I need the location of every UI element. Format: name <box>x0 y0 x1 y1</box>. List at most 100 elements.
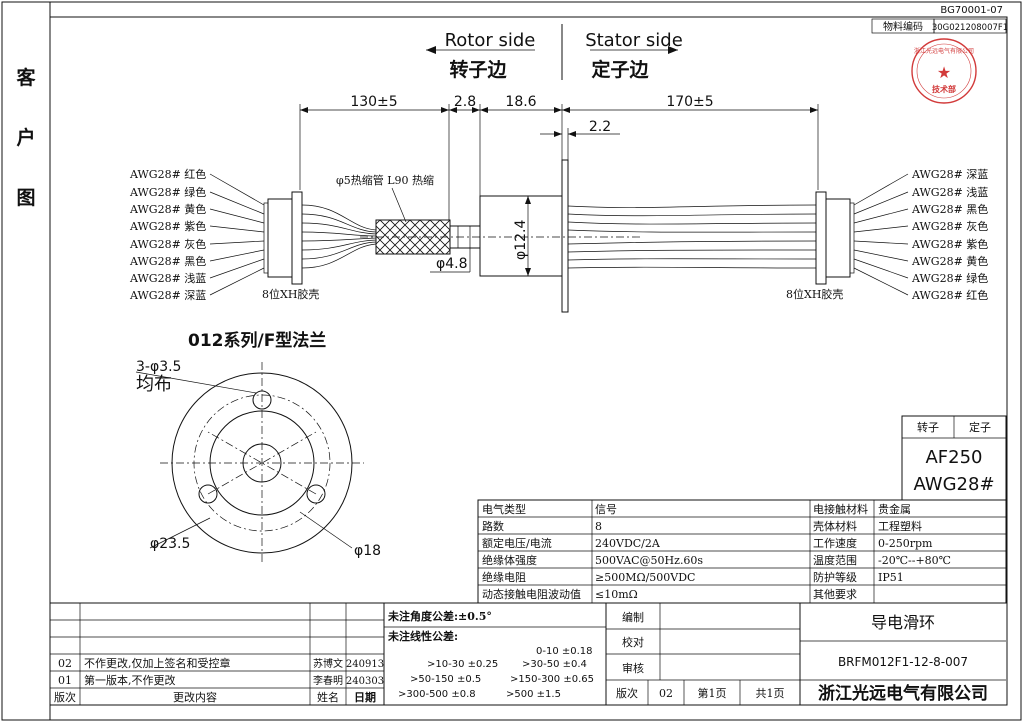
wire-box-stator: 定子 <box>969 420 991 434</box>
rotor-arrow <box>426 46 436 54</box>
spec-3-value2: -20℃--+80℃ <box>878 554 951 567</box>
connector-left-label: 8位XH胶壳 <box>262 287 319 301</box>
approval-check: 校对 <box>622 635 644 649</box>
stamp-company: 浙江光远电气有限公司 <box>914 47 974 55</box>
tol-6: >500 ±1.5 <box>506 689 561 700</box>
dim-body-length: 18.6 <box>505 94 536 110</box>
doc-number: BG70001-07 <box>940 5 1003 16</box>
flange-holes: 3-φ3.5 <box>136 359 181 375</box>
right-wire-labels: AWG28# 深蓝 AWG28# 浅蓝 AWG28# 黑色 AWG28# 灰色 … <box>853 168 988 302</box>
spec-4-value2: IP51 <box>878 571 904 584</box>
rev-row2-content: 第一版本,不作更改 <box>84 673 176 687</box>
spec-4-label: 绝缘电阻 <box>482 570 526 584</box>
wire-left-8: AWG28# 深蓝 <box>129 289 206 302</box>
wire-right-8: AWG28# 红色 <box>911 288 988 302</box>
spec-1-value: 8 <box>595 520 602 533</box>
spec-0-label2: 电接触材料 <box>813 502 868 516</box>
spec-1-value2: 工程塑料 <box>878 519 922 533</box>
title-block-frame <box>50 602 1006 705</box>
approval-version-value: 02 <box>659 687 673 700</box>
rev-header-name: 姓名 <box>317 690 339 704</box>
wire-box-line1: AF250 <box>925 447 982 468</box>
dim-right-length: 170±5 <box>666 94 713 110</box>
star-icon: ★ <box>937 63 951 82</box>
tol-0: 0-10 ±0.18 <box>536 646 593 657</box>
wire-left-1: AWG28# 红色 <box>129 167 206 181</box>
spec-3-value: 500VAC@50Hz.60s <box>595 554 703 567</box>
dim-gap: 2.8 <box>454 94 476 110</box>
spec-5-label2: 其他要求 <box>813 588 857 601</box>
approval-edit: 编制 <box>622 610 644 624</box>
tol-4: >150-300 ±0.65 <box>510 674 594 685</box>
flange-outer-diameter: φ23.5 <box>150 536 190 552</box>
dim-body-diameter: φ12.4 <box>513 220 529 261</box>
body-diameter: φ12.4 <box>513 196 531 276</box>
spec-0-value2: 贵金属 <box>878 502 911 516</box>
spec-table: 电气类型 信号 电接触材料 贵金属 路数 8 壳体材料 工程塑料 额定电压/电流… <box>477 499 1007 604</box>
material-code-value: 30G021208007F1 <box>932 23 1008 33</box>
angle-tolerance: 未注角度公差:±0.5° <box>387 609 492 623</box>
rev-row1-version: 02 <box>58 657 72 670</box>
wire-left-7: AWG28# 浅蓝 <box>129 272 206 285</box>
rev-row1-date: 240913 <box>346 659 384 670</box>
top-dimensions: 130±5 2.8 18.6 170±5 2.2 <box>299 94 819 220</box>
rev-header-version: 版次 <box>54 690 76 704</box>
flange-inner-diameter: φ18 <box>354 543 381 559</box>
rotor-side-en: Rotor side <box>445 30 536 51</box>
left-connector <box>263 191 303 285</box>
side-title-2: 户 <box>16 126 35 149</box>
dim-flange-thickness: 2.2 <box>589 119 611 135</box>
sleeve-note: φ5热缩管 L90 热缩 <box>336 173 434 187</box>
stator-side-cn: 定子边 <box>591 58 649 81</box>
spec-3-label: 绝缘体强度 <box>482 553 537 567</box>
tol-3: >50-150 ±0.5 <box>410 674 481 685</box>
rev-row1-name: 苏博文 <box>313 657 343 670</box>
tol-2: >30-50 ±0.4 <box>522 659 587 670</box>
approval-version-label: 版次 <box>616 686 638 700</box>
inner-frame <box>49 16 1008 706</box>
wire-right-5: AWG28# 紫色 <box>911 237 988 251</box>
approval-total: 共1页 <box>756 687 785 700</box>
approval-review: 审核 <box>622 661 644 675</box>
left-wire-labels: AWG28# 红色 AWG28# 绿色 AWG28# 黄色 AWG28# 紫色 … <box>129 167 265 302</box>
spec-1-label: 路数 <box>482 520 504 533</box>
shaft-diameter: φ4.8 <box>430 226 471 273</box>
side-title-3: 图 <box>16 187 35 209</box>
rev-row1-content: 不作更改,仅加上签名和受控章 <box>84 656 231 670</box>
linear-tolerance-title: 未注线性公差: <box>387 629 458 643</box>
spec-4-label2: 防护等级 <box>813 570 857 584</box>
wire-right-4: AWG28# 灰色 <box>911 219 988 233</box>
side-title-1: 客 <box>16 66 36 89</box>
rev-header-date: 日期 <box>354 690 376 704</box>
tol-1: >10-30 ±0.25 <box>427 659 498 670</box>
dim-left-length: 130±5 <box>350 94 397 110</box>
rev-row2-date: 240303 <box>346 676 384 687</box>
spec-2-value2: 0-250rpm <box>878 537 933 550</box>
wire-right-2: AWG28# 浅蓝 <box>911 186 988 199</box>
right-wire-bundle <box>567 204 817 269</box>
rev-header-content: 更改内容 <box>173 690 217 704</box>
product-name: 导电滑环 <box>871 613 935 632</box>
wire-left-2: AWG28# 绿色 <box>129 185 206 199</box>
wire-left-5: AWG28# 灰色 <box>129 237 206 251</box>
product-model: BRFM012F1-12-8-007 <box>838 655 968 669</box>
left-wire-bundle <box>301 204 377 269</box>
company-stamp: 浙江光远电气有限公司 ★ 技术部 <box>911 38 977 104</box>
flange-title: 012系列/F型法兰 <box>188 330 326 351</box>
spec-4-value: ≥500MΩ/500VDC <box>595 571 695 584</box>
spec-0-label: 电气类型 <box>482 502 526 516</box>
wire-right-7: AWG28# 绿色 <box>911 271 988 285</box>
wire-box-line2: AWG28# <box>913 474 994 495</box>
spec-5-value: ≤10mΩ <box>595 588 638 601</box>
dim-shaft-diameter: φ4.8 <box>436 256 468 272</box>
stator-side-en: Stator side <box>585 30 683 51</box>
right-connector <box>815 191 855 285</box>
spec-5-label: 动态接触电阻波动值 <box>482 587 581 601</box>
spec-2-label2: 工作速度 <box>813 536 857 550</box>
wire-left-4: AWG28# 紫色 <box>129 219 206 233</box>
company-name: 浙江光远电气有限公司 <box>818 683 988 704</box>
rotor-side-cn: 转子边 <box>449 58 507 81</box>
wire-left-6: AWG28# 黑色 <box>129 254 206 268</box>
spec-0-value: 信号 <box>595 503 617 516</box>
